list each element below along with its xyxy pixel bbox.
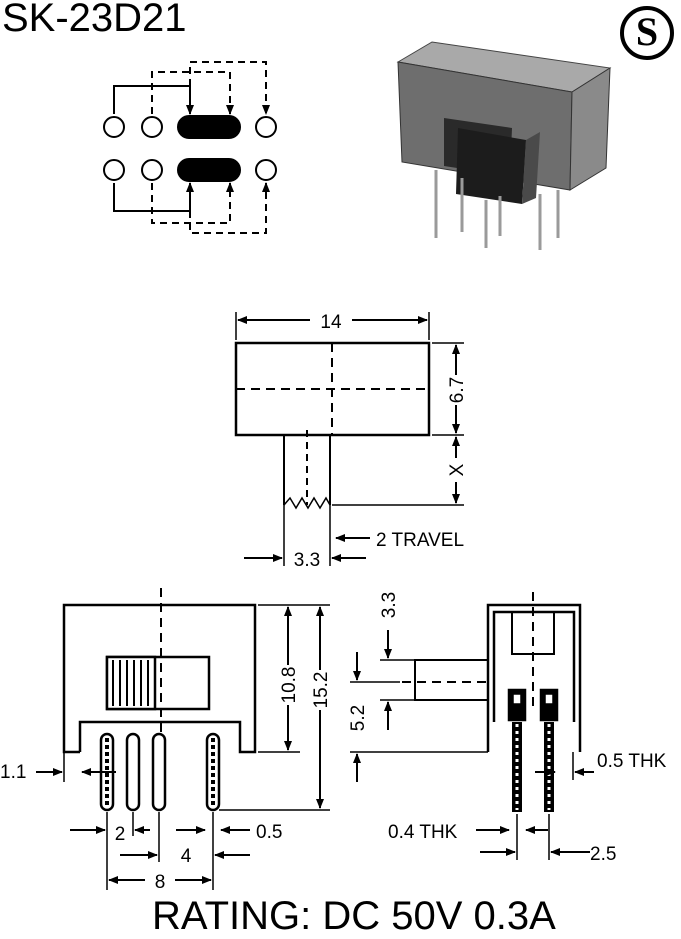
circuit-schematic <box>103 61 277 234</box>
dim-thk-0-4: 0.4 THK <box>388 822 458 843</box>
dim-height-6-7: 6.7 <box>447 377 468 403</box>
contact-circle <box>255 159 277 181</box>
contact-circle <box>141 116 163 138</box>
model-title: SK-23D21 <box>2 0 187 40</box>
wire-bottom-dashed-2 <box>189 182 270 234</box>
dim-pin-2: 2 <box>115 824 126 845</box>
front-view-dimensions <box>36 604 330 890</box>
switch-photo <box>396 41 612 250</box>
dim-travel: 2 TRAVEL <box>376 530 464 551</box>
top-view-drawing <box>234 312 464 566</box>
dim-side-5-2: 5.2 <box>348 705 369 731</box>
contact-circle <box>255 116 277 138</box>
dim-pin-8: 8 <box>155 872 166 893</box>
dim-width-14: 14 <box>320 312 342 333</box>
dim-10-8: 10.8 <box>279 667 300 704</box>
side-view-dimensions <box>350 630 594 860</box>
slider-contact <box>177 115 241 139</box>
dim-lever-3-3: 3.3 <box>294 550 320 571</box>
dim-pin-1-1: 1.1 <box>0 762 26 783</box>
front-view-drawing <box>62 588 257 812</box>
slider-contact <box>177 158 241 182</box>
dim-side-3-3: 3.3 <box>379 592 400 618</box>
dim-pin-0-5: 0.5 <box>256 822 282 843</box>
dim-15-2: 15.2 <box>311 672 332 709</box>
dim-side-2-5: 2.5 <box>590 844 616 865</box>
side-view-drawing <box>402 592 582 812</box>
rating-text: RATING: DC 50V 0.3A <box>152 894 556 938</box>
wire-top-dashed-2 <box>189 61 270 115</box>
brand-logo: S <box>620 6 674 60</box>
contact-circle <box>141 159 163 181</box>
dim-thk-0-5: 0.5 THK <box>597 751 667 772</box>
contact-circle <box>103 116 125 138</box>
dim-x: X <box>447 463 468 476</box>
contact-circle <box>103 159 125 181</box>
dim-pin-4: 4 <box>181 846 192 867</box>
